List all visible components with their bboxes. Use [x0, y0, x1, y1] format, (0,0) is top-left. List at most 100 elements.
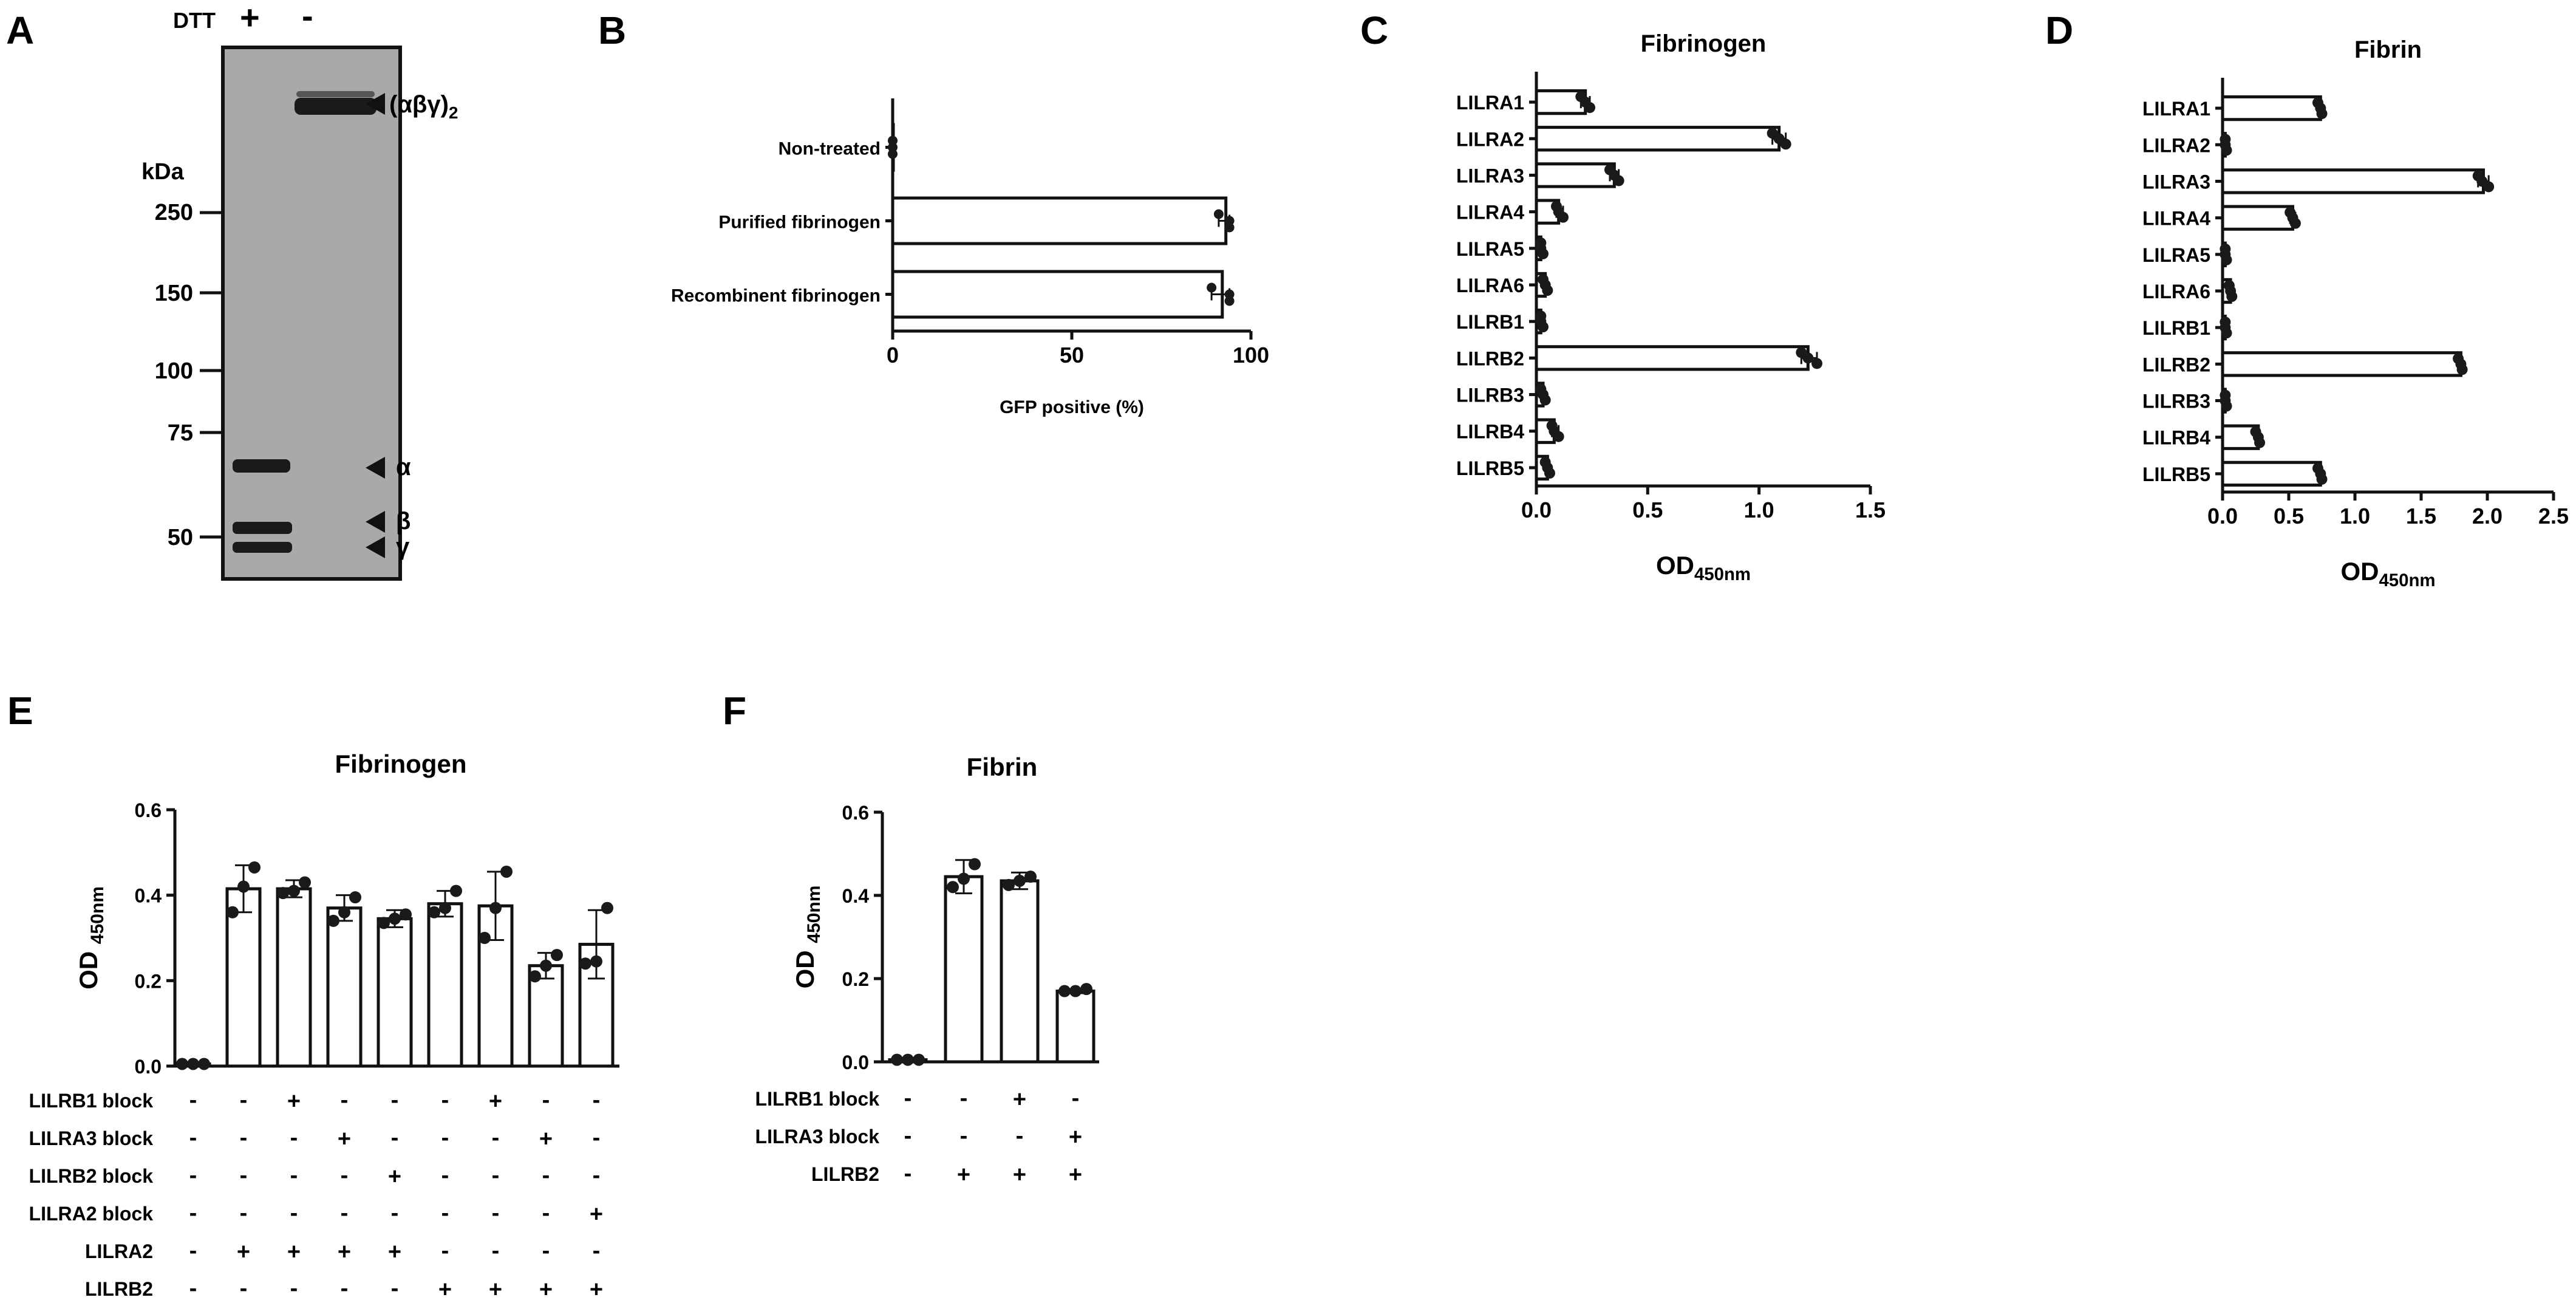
condition-sign: - [391, 1125, 399, 1151]
bar [891, 270, 1224, 319]
band-complex [295, 98, 377, 115]
data-point [913, 1053, 925, 1066]
condition-sign: + [1069, 1162, 1082, 1188]
band-gamma [233, 542, 292, 553]
condition-sign: + [539, 1126, 553, 1152]
data-point [288, 884, 300, 897]
data-point [1014, 875, 1026, 887]
category-label: LILRA4 [1456, 202, 1524, 224]
condition-label: LILRB1 block [29, 1090, 154, 1112]
condition-sign: - [189, 1087, 197, 1113]
data-point [248, 861, 261, 874]
data-point [1024, 870, 1037, 883]
condition-sign: - [1072, 1086, 1080, 1111]
category-label: LILRA6 [1456, 275, 1524, 296]
category-label: LILRA1 [1456, 92, 1524, 114]
data-point [378, 917, 390, 929]
condition-sign: - [290, 1200, 298, 1226]
condition-sign: - [904, 1123, 912, 1149]
data-point [1553, 431, 1564, 442]
condition-sign: - [904, 1161, 912, 1186]
bar [1000, 879, 1040, 1064]
panel-a: A DTT + - kDa 250 150 100 75 50 (αβγ)2 α… [6, 0, 458, 581]
chart-title: Fibrinogen [335, 750, 467, 778]
condition-sign: + [590, 1277, 603, 1302]
data-point [1224, 296, 1235, 306]
condition-sign: - [492, 1125, 500, 1151]
bar [1055, 990, 1095, 1064]
condition-sign: + [1013, 1162, 1026, 1188]
data-point [277, 887, 289, 900]
data-point [2226, 291, 2238, 302]
bar [944, 875, 984, 1064]
condition-sign: - [492, 1238, 500, 1264]
x-tick-label: 0 [887, 343, 899, 368]
x-tick-label: 0.0 [2207, 504, 2238, 528]
data-point [590, 955, 602, 968]
panel-a-letter: A [6, 9, 34, 52]
condition-sign: - [189, 1125, 197, 1151]
category-label: LILRB1 [2142, 317, 2210, 339]
data-point [428, 906, 440, 918]
category-label: Purified fibrinogen [718, 213, 881, 233]
marker-100: 100 [155, 358, 193, 384]
condition-sign: - [593, 1163, 601, 1188]
data-point [1538, 248, 1549, 259]
data-point [2221, 327, 2232, 339]
condition-sign: - [240, 1200, 248, 1226]
category-label: Non-treated [779, 139, 881, 159]
data-point [1003, 878, 1015, 891]
condition-sign: - [542, 1163, 550, 1188]
x-tick-label: 1.0 [1744, 498, 1774, 522]
condition-label: LILRB2 [85, 1278, 153, 1300]
category-label: LILRB5 [2142, 463, 2210, 485]
bar [891, 196, 1228, 245]
condition-label: LILRB2 [811, 1163, 879, 1185]
data-point [1584, 102, 1595, 114]
x-tick-label: 1.0 [2340, 504, 2370, 528]
data-point [2221, 254, 2232, 265]
chart-title: Fibrin [2354, 36, 2422, 63]
label-gamma: γ [396, 533, 410, 560]
panel-d-letter: D [2045, 9, 2073, 52]
label-beta: β [396, 508, 411, 535]
condition-sign: + [438, 1277, 452, 1302]
category-label: LILRB2 [1456, 347, 1524, 369]
data-point [891, 1053, 903, 1066]
data-point [439, 901, 451, 914]
category-label: LILRA5 [2142, 244, 2210, 266]
condition-label: LILRA3 block [29, 1127, 154, 1149]
label-complex: (αβγ)2 [389, 91, 458, 122]
data-point [1558, 211, 1569, 223]
category-label: Recombinent fibrinogen [671, 286, 881, 306]
data-point [529, 970, 541, 983]
x-axis-label: OD450nm [1656, 551, 1751, 584]
y-axis-label-main: OD [791, 943, 819, 989]
label-complex-sub: 2 [449, 103, 458, 122]
data-point [2289, 217, 2301, 229]
bar [1535, 126, 1781, 152]
bar [2221, 95, 2322, 121]
x-tick-label: 50 [1060, 343, 1084, 368]
condition-sign: + [590, 1202, 603, 1227]
chart-d: FibrinLILRA1LILRA2LILRA3LILRA4LILRA5LILR… [2142, 36, 2569, 590]
arrow-alpha-icon [366, 457, 385, 479]
data-point [479, 932, 491, 944]
bar [377, 917, 413, 1068]
marker-250: 250 [155, 200, 193, 225]
data-point [1224, 289, 1235, 299]
data-point [1542, 285, 1553, 296]
condition-sign: - [391, 1276, 399, 1301]
bar [427, 902, 463, 1068]
arrow-beta-icon [366, 511, 385, 533]
condition-sign: - [441, 1087, 449, 1113]
condition-sign: - [341, 1200, 349, 1226]
data-point [2221, 400, 2232, 412]
condition-label: LILRA2 [85, 1240, 153, 1262]
data-point [237, 880, 250, 893]
y-axis-label: OD 450nm [791, 886, 824, 989]
marker-50: 50 [168, 525, 193, 550]
condition-label: LILRA2 block [29, 1203, 154, 1225]
